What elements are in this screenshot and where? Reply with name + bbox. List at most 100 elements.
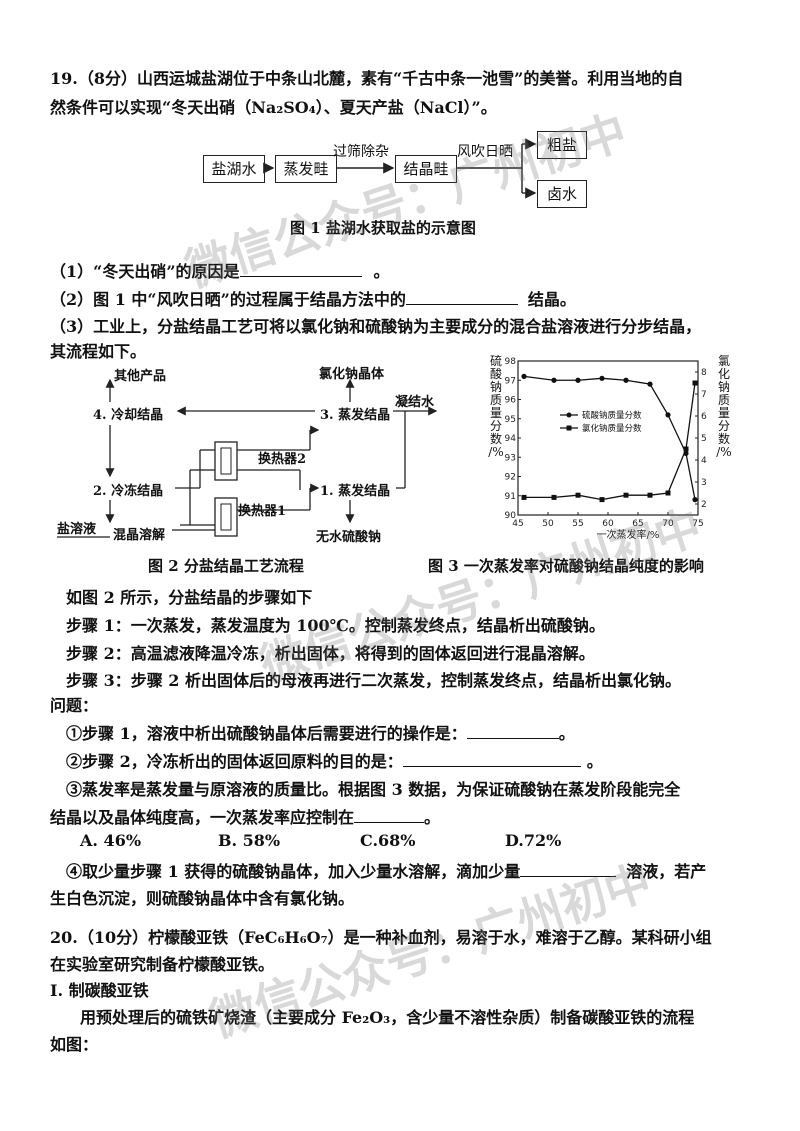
fig3-ylabel-right-char: 数 xyxy=(717,432,730,446)
q19-part2-blank[interactable] xyxy=(405,303,518,305)
fig1-caption: 图 1 盐湖水获取盐的示意图 xyxy=(290,219,476,237)
data-point xyxy=(683,446,689,452)
fig2-step1: 1. 蒸发结晶 xyxy=(320,484,391,499)
data-point xyxy=(521,494,527,500)
fig2-anhydrous-na2so4: 无水硫酸钠 xyxy=(316,530,382,545)
sub-q1-end: 。 xyxy=(558,724,575,743)
y-right-tick-label: 4 xyxy=(701,456,707,466)
q19-part3: （3）工业上，分盐结晶工艺可将以氯化钠和硫酸钠为主要成分的混合盐溶液进行分步结晶… xyxy=(50,317,702,336)
data-point xyxy=(665,412,671,418)
fig3-ylabel-left: 硫 酸 钠 质 量 分 数 /% xyxy=(488,355,504,459)
sub-q2-blank[interactable] xyxy=(402,765,581,767)
plot-frame xyxy=(517,360,699,516)
q19-heading-2: 然条件可以实现“冬天出硝（Na₂SO₄）、夏天产盐（NaCl）”。 xyxy=(50,98,497,117)
fig1-box-cryst-field: 结晶畦 xyxy=(395,155,457,183)
sub-q2-end: 。 xyxy=(586,752,603,771)
fig2-step3: 3. 蒸发结晶 xyxy=(320,408,391,423)
data-point xyxy=(521,373,527,379)
option-b[interactable]: B. 58% xyxy=(218,831,281,850)
y-left-tick-label: 93 xyxy=(505,453,516,463)
q20-paragraph: 用预处理后的硫铁矿烧渣（主要成分 Fe₂O₃，含少量不溶性杂质）制备碳酸亚铁的流… xyxy=(80,1008,695,1027)
fig2-condensate: 凝结水 xyxy=(395,395,435,410)
fig3-ylabel-right-char: 量 xyxy=(717,406,730,420)
q19-part1-text: （1）“冬天出硝”的原因是 xyxy=(50,262,240,281)
fig1-arrow-label-sieve: 过筛除杂 xyxy=(333,144,389,160)
sub-q4-cont: 生白色沉淀，则硫酸钠晶体中含有氯化钠。 xyxy=(50,889,355,908)
fig3-ylabel-left-char: 硫 xyxy=(489,354,502,368)
legend-label: 硫酸钠质量分数 xyxy=(582,410,642,421)
q19-part2-text: （2）图 1 中“风吹日晒”的过程属于结晶方法中的 xyxy=(50,290,406,309)
fig2-step2: 2. 冷冻结晶 xyxy=(93,484,164,499)
data-point xyxy=(575,377,581,383)
data-point xyxy=(647,381,653,387)
fig3-ylabel-left-char: 量 xyxy=(489,406,502,420)
fig3-ylabel-left-char: 数 xyxy=(489,432,502,446)
y-right-tick-label: 3 xyxy=(701,478,707,488)
series-line xyxy=(523,375,696,500)
sub-q2: ②步骤 2，冷冻析出的固体返回原料的目的是： 。 xyxy=(66,748,603,772)
fig1-box-lake-water: 盐湖水 xyxy=(203,155,265,183)
sub-q1-blank[interactable] xyxy=(466,737,559,739)
fig3-ylabel-right-char: 氯 xyxy=(717,354,730,368)
y-left-tick-label: 90 xyxy=(505,511,517,521)
sub-q4-text: ④取少量步骤 1 获得的硫酸钠晶体，加入少量水溶解，滴加少量 xyxy=(66,862,521,881)
fig2-mixed-dissolve: 混晶溶解 xyxy=(113,528,166,543)
q19-part1-blank[interactable] xyxy=(239,275,362,277)
series-line xyxy=(524,382,696,501)
x-tick-label: 70 xyxy=(662,519,674,529)
option-c[interactable]: C.68% xyxy=(360,831,416,850)
data-point xyxy=(623,492,629,498)
fig2-salt-solution: 盐溶液 xyxy=(57,522,97,537)
fig3-caption: 图 3 一次蒸发率对硫酸钠结晶纯度的影响 xyxy=(428,557,704,575)
steps-intro: 如图 2 所示，分盐结晶的步骤如下 xyxy=(66,588,313,607)
x-tick-label: 45 xyxy=(512,519,523,529)
sub-q2-text: ②步骤 2，冷冻析出的固体返回原料的目的是： xyxy=(66,752,403,771)
sub-q1: ①步骤 1，溶液中析出硫酸钠晶体后需要进行的操作是：。 xyxy=(66,720,575,744)
x-tick-label: 50 xyxy=(542,519,554,529)
fig2-heat-exchanger-1: 换热器1 xyxy=(238,504,287,519)
fig3-ylabel-right-char: 分 xyxy=(717,419,730,433)
data-point xyxy=(647,492,653,498)
option-d[interactable]: D.72% xyxy=(505,831,562,850)
fig1-box-brine: 卤水 xyxy=(537,180,587,208)
q19-part2-end: 结晶。 xyxy=(527,290,576,309)
y-right-tick-label: 7 xyxy=(701,390,707,400)
q19-heading: 19.（8分）山西运城盐湖位于中条山北麓，素有“千古中条一池雪”的美誉。利用当地… xyxy=(50,69,684,88)
sub-q3-end: 。 xyxy=(424,808,441,827)
q19-part1: （1）“冬天出硝”的原因是。 xyxy=(50,258,390,282)
data-point xyxy=(551,377,557,383)
fig3-ylabel-left-char: 酸 xyxy=(489,367,502,381)
y-right-tick-label: 5 xyxy=(701,434,707,444)
fig2-step4: 4. 冷却结晶 xyxy=(93,408,164,423)
q20-heading: 20.（10分）柠檬酸亚铁（FeC₆H₆O₇）是一种补血剂，易溶于水，难溶于乙醇… xyxy=(50,928,712,947)
data-point xyxy=(599,497,605,503)
fig1-box-evap-field: 蒸发畦 xyxy=(275,155,337,183)
data-point xyxy=(623,377,629,383)
fig1-arrows xyxy=(263,138,537,199)
q20-paragraph-cont: 如图： xyxy=(50,1035,99,1054)
fig3-ylabel-left-char: 质 xyxy=(489,393,502,407)
q20-heading-2: 在实验室研究制备柠檬酸亚铁。 xyxy=(50,955,275,974)
x-axis-label: 一次蒸发率/% xyxy=(597,528,660,540)
y-left-tick-label: 96 xyxy=(505,396,517,406)
data-point xyxy=(692,497,698,503)
x-tick-label: 65 xyxy=(632,519,643,529)
step-2: 步骤 2：高温滤液降温冷冻，析出固体，将得到的固体返回进行混晶溶解。 xyxy=(66,644,595,663)
data-point xyxy=(551,494,557,500)
legend-label: 氯化钠质量分数 xyxy=(582,423,642,434)
option-a[interactable]: A. 46% xyxy=(80,831,142,850)
fig3-ylabel-left-char: 分 xyxy=(489,419,502,433)
step-1: 步骤 1：一次蒸发，蒸发温度为 100℃。控制蒸发终点，结晶析出硫酸钠。 xyxy=(66,616,605,635)
sub-q4-blank[interactable] xyxy=(520,875,617,877)
step-3: 步骤 3：步骤 2 析出固体后的母液再进行二次蒸发，控制蒸发终点，结晶析出氯化钠… xyxy=(66,671,681,690)
fig3-ylabel-left-char: 钠 xyxy=(489,380,502,394)
sub-q3-blank[interactable] xyxy=(354,821,425,823)
y-right-tick-label: 2 xyxy=(701,500,707,510)
q19-part3-cont: 其流程如下。 xyxy=(50,342,147,361)
fig1-arrow-label-wind-sun: 风吹日晒 xyxy=(457,144,513,160)
y-right-tick-label: 8 xyxy=(701,368,707,378)
data-point xyxy=(665,490,671,496)
fig3-ylabel-left-char: /% xyxy=(488,445,504,459)
data-point xyxy=(599,375,605,381)
